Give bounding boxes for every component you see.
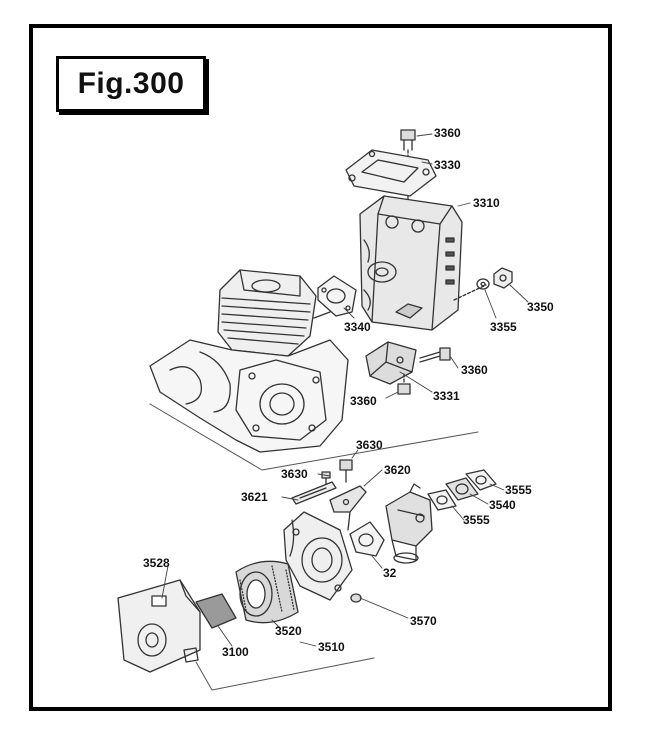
part-label-3310: 3310 [473, 196, 500, 210]
part-label-3621: 3621 [241, 490, 268, 504]
nut-3570 [350, 593, 362, 603]
part-label-3355: 3355 [490, 320, 517, 334]
gasket-32 [349, 521, 385, 557]
part-label-3630-lower: 3630 [281, 467, 308, 481]
bolt-3360-right [419, 347, 451, 363]
part-label-3360-right: 3360 [461, 363, 488, 377]
part-label-3510: 3510 [318, 640, 345, 654]
part-label-3331: 3331 [433, 389, 460, 403]
part-label-32: 32 [383, 566, 397, 580]
part-label-3528: 3528 [143, 556, 170, 570]
part-label-3350: 3350 [527, 300, 554, 314]
bolt-3360-lower [397, 373, 411, 395]
engine-group-bracket [149, 403, 479, 471]
engine-block [149, 269, 349, 453]
cover-plate-3330 [345, 149, 437, 207]
gasket-3340 [317, 275, 357, 317]
part-label-3570: 3570 [410, 614, 437, 628]
air-cleaner-cover-3528 [117, 579, 201, 673]
muffler-3310 [359, 195, 487, 331]
part-label-3330: 3330 [434, 158, 461, 172]
bracket-3331 [365, 341, 417, 385]
plate-3621 [291, 481, 337, 505]
figure-title: Fig.300 [77, 67, 185, 100]
nut-3350 [493, 267, 513, 289]
washer-3355 [476, 278, 490, 290]
filter-element-3520 [235, 560, 299, 624]
part-label-3520: 3520 [275, 624, 302, 638]
figure-title-box: Fig.300 [56, 56, 206, 112]
gasket-3555-upper [465, 469, 497, 491]
air-cleaner-group-bracket [195, 657, 375, 691]
bolt-3630-upper [339, 459, 353, 483]
part-label-3340: 3340 [344, 320, 371, 334]
part-label-3555-left: 3555 [463, 513, 490, 527]
pre-filter-3100 [195, 593, 237, 629]
part-label-3555-right: 3555 [505, 483, 532, 497]
air-cleaner-base-plate [283, 511, 353, 601]
part-label-3100: 3100 [222, 645, 249, 659]
bracket-3620 [329, 485, 367, 531]
part-label-3360-top: 3360 [434, 126, 461, 140]
part-label-3620: 3620 [384, 463, 411, 477]
part-label-3360-lower: 3360 [350, 394, 377, 408]
part-label-3540: 3540 [489, 498, 516, 512]
leader-lines [161, 133, 529, 647]
figure-frame [29, 24, 612, 711]
part-label-3630-upper: 3630 [356, 438, 383, 452]
carburetor [385, 483, 433, 564]
gasket-3555-lower [427, 489, 457, 511]
